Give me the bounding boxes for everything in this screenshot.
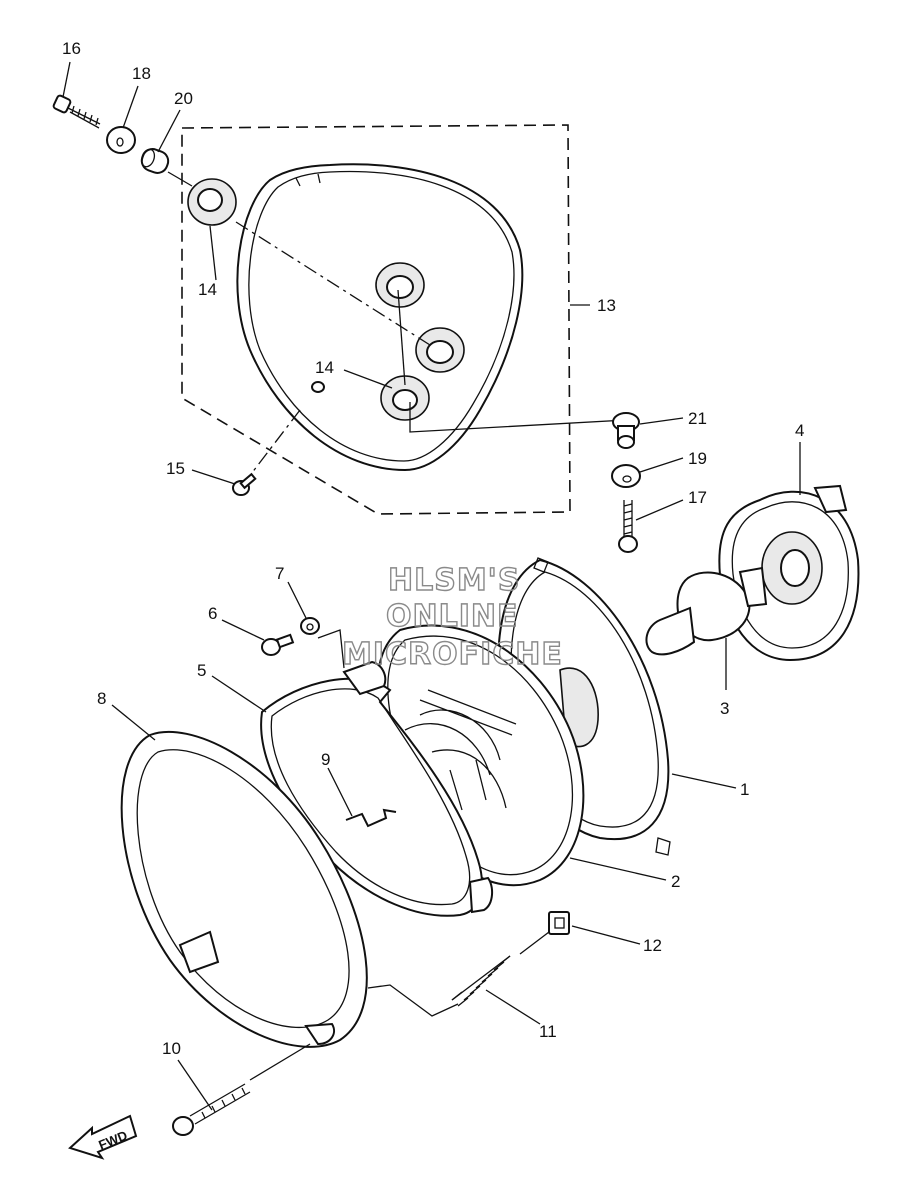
callout-1: 1 (740, 780, 749, 799)
screw-6 (261, 633, 295, 656)
spring-11 (451, 955, 511, 1007)
callout-12: 12 (643, 936, 662, 955)
callout-14-case: 14 (315, 358, 334, 377)
watermark-line-2: ONLINE (386, 599, 519, 634)
callout-8: 8 (97, 689, 106, 708)
callout-18: 18 (132, 64, 151, 83)
callout-15: 15 (166, 459, 185, 478)
callout-11: 11 (539, 1022, 557, 1041)
screw-17 (618, 500, 638, 553)
assembly-line-15 (244, 409, 301, 483)
nut-12 (548, 911, 570, 935)
watermark: HLSM'S ONLINE MICROFICHE (341, 562, 563, 672)
rim-8 (120, 730, 368, 1048)
callout-21: 21 (688, 409, 707, 428)
callout-6: 6 (208, 604, 217, 623)
bulb-3 (645, 566, 768, 690)
callout-4: 4 (795, 421, 804, 440)
watermark-line-1: HLSM'S (388, 563, 520, 598)
collar-20 (140, 148, 170, 174)
assembly-line-grommet (397, 289, 406, 386)
callout-20: 20 (174, 89, 193, 108)
callout-14-outer: 14 (198, 280, 217, 299)
screw-16 (52, 94, 101, 129)
assembly-line-11 (367, 931, 550, 1017)
callout-17: 17 (688, 488, 707, 507)
forward-direction-arrow: FWD (68, 1114, 138, 1160)
washer-7 (300, 617, 320, 635)
callout-10: 10 (162, 1039, 181, 1058)
assembly-line-14 (235, 221, 431, 346)
callout-16: 16 (62, 39, 81, 58)
washer-18 (106, 126, 136, 154)
callout-3: 3 (720, 699, 729, 718)
leader-20-assembly (167, 171, 193, 187)
bolt-21 (612, 412, 640, 449)
callout-7: 7 (275, 564, 284, 583)
washer-19 (611, 464, 641, 488)
watermark-line-3: MICROFICHE (342, 637, 563, 672)
callout-19: 19 (688, 449, 707, 468)
callout-13: 13 (597, 296, 616, 315)
screw-10 (172, 1083, 251, 1136)
grommet-14 (187, 178, 237, 226)
callout-5: 5 (197, 661, 206, 680)
screw-15 (232, 472, 257, 496)
callout-numbers: 16 18 20 14 14 13 15 21 19 17 4 7 6 5 8 … (62, 39, 804, 1058)
callout-9: 9 (321, 750, 330, 769)
assembly-13-boundary (181, 124, 571, 515)
assembly-line-10 (249, 1043, 311, 1081)
bracket-9 (345, 808, 397, 828)
leader-lines (62, 61, 801, 1111)
callout-2: 2 (671, 872, 680, 891)
headlight-case (236, 163, 524, 472)
